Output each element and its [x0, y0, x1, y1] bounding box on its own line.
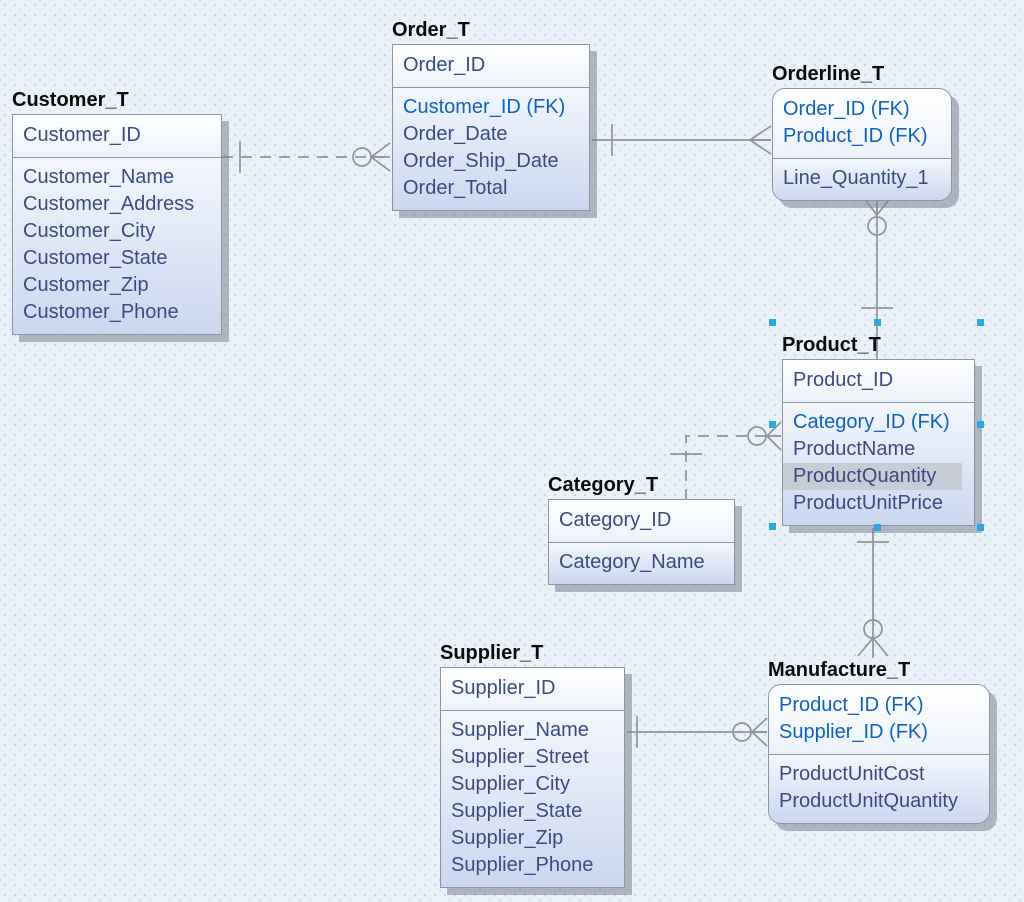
crow-foot-icon: [857, 637, 889, 658]
selection-handle[interactable]: [769, 421, 776, 428]
relationship-order-orderline[interactable]: [592, 124, 772, 156]
primary-key-section: Customer_ID: [13, 115, 221, 158]
entity-manufacture_t[interactable]: Manufacture_T Product_ID (FK) Supplier_ID …: [768, 656, 990, 824]
attribute-row[interactable]: Category_ID (FK): [793, 411, 950, 433]
entity-title-category_t: Category_T: [548, 474, 659, 496]
attribute-row[interactable]: Order_Ship_Date: [403, 150, 559, 172]
relationship-product-manufacture[interactable]: [857, 528, 889, 658]
attribute-section: Category_Name: [549, 543, 734, 584]
entity-order_t[interactable]: Order_T Order_ID Customer_ID (FK) Order_Dat…: [392, 16, 590, 211]
relationship-customer-order[interactable]: [222, 141, 391, 173]
entity-table-category_t[interactable]: Category_ID Category_Name: [548, 499, 735, 585]
cardinality-zero-circle-icon: [732, 722, 752, 742]
entity-category_t[interactable]: Category_T Category_ID Category_Name: [548, 471, 735, 585]
selection-handle[interactable]: [977, 319, 984, 326]
attribute-row[interactable]: Customer_Zip: [23, 274, 149, 296]
attribute-row[interactable]: Product_ID: [793, 369, 894, 391]
attribute-row[interactable]: Supplier_Phone: [451, 854, 594, 876]
selection-handle[interactable]: [977, 524, 984, 531]
selection-handle[interactable]: [874, 524, 881, 531]
attribute-row[interactable]: Product_ID (FK): [783, 125, 928, 147]
attribute-row[interactable]: Line_Quantity_1: [783, 167, 929, 189]
entity-title-customer_t: Customer_T: [12, 89, 129, 111]
cardinality-zero-circle-icon: [747, 426, 767, 446]
entity-table-manufacture_t[interactable]: Product_ID (FK) Supplier_ID (FK) ProductUn…: [768, 684, 990, 824]
attribute-row[interactable]: Customer_ID: [23, 124, 141, 146]
attribute-row[interactable]: Supplier_Name: [451, 719, 589, 741]
primary-key-section: Order_ID (FK) Product_ID (FK): [773, 89, 951, 159]
cardinality-zero-circle-icon: [867, 216, 887, 236]
selection-handle[interactable]: [769, 523, 776, 530]
primary-key-section: Product_ID: [783, 360, 974, 403]
selection-handle[interactable]: [977, 421, 984, 428]
entity-title-product_t: Product_T: [782, 334, 881, 356]
crow-foot-icon: [370, 142, 391, 172]
attribute-row[interactable]: Category_ID: [559, 509, 672, 531]
attribute-row[interactable]: Customer_Name: [23, 166, 175, 188]
attribute-row[interactable]: Supplier_City: [451, 773, 570, 795]
entity-title-order_t: Order_T: [392, 19, 470, 41]
attribute-row[interactable]: ProductUnitCost: [779, 763, 925, 785]
attribute-row[interactable]: Order_ID (FK): [783, 98, 910, 120]
entity-title-orderline_t: Orderline_T: [772, 63, 885, 85]
entity-orderline_t[interactable]: Orderline_T Order_ID (FK) Product_ID (FK) L…: [772, 60, 952, 201]
entity-title-manufacture_t: Manufacture_T: [768, 659, 911, 681]
attribute-row[interactable]: Supplier_ID: [451, 677, 556, 699]
entity-table-orderline_t[interactable]: Order_ID (FK) Product_ID (FK) Line_Quantit…: [772, 88, 952, 201]
crow-foot-icon: [751, 717, 768, 747]
crow-foot-icon: [766, 421, 782, 451]
attribute-row[interactable]: Order_ID: [403, 54, 486, 76]
attribute-row[interactable]: Category_Name: [559, 551, 705, 573]
primary-key-section: Category_ID: [549, 500, 734, 543]
attribute-row[interactable]: ProductName: [793, 438, 916, 460]
attribute-row[interactable]: ProductUnitQuantity: [779, 790, 958, 812]
attribute-row[interactable]: Customer_Phone: [23, 301, 179, 323]
primary-key-section: Product_ID (FK) Supplier_ID (FK): [769, 685, 989, 755]
attribute-row[interactable]: Supplier_Zip: [451, 827, 564, 849]
attribute-section: Line_Quantity_1: [773, 159, 951, 200]
entity-title-supplier_t: Supplier_T: [440, 642, 544, 664]
primary-key-section: Supplier_ID: [441, 668, 624, 711]
selection-handle[interactable]: [874, 319, 881, 326]
attribute-row[interactable]: Customer_State: [23, 247, 168, 269]
relationship-line: [685, 435, 781, 500]
attribute-row[interactable]: Supplier_State: [451, 800, 583, 822]
crow-foot-icon: [749, 125, 772, 155]
selection-handle[interactable]: [769, 319, 776, 326]
attribute-row[interactable]: Supplier_ID (FK): [779, 721, 928, 743]
attribute-row[interactable]: Order_Date: [403, 123, 508, 145]
attribute-row[interactable]: Customer_City: [23, 220, 156, 242]
attribute-row[interactable]: ProductUnitPrice: [793, 492, 944, 514]
attribute-row[interactable]: Customer_Address: [23, 193, 195, 215]
relationship-category-product[interactable]: [670, 421, 782, 500]
primary-key-section: Order_ID: [393, 45, 589, 88]
attribute-row[interactable]: Product_ID (FK): [779, 694, 924, 716]
attribute-row[interactable]: Customer_ID (FK): [403, 96, 566, 118]
attribute-row[interactable]: Order_Total: [403, 177, 508, 199]
relationship-supplier-manufacture[interactable]: [627, 716, 768, 748]
attribute-row-selected[interactable]: ProductQuantity: [783, 463, 962, 490]
attribute-row[interactable]: Supplier_Street: [451, 746, 589, 768]
